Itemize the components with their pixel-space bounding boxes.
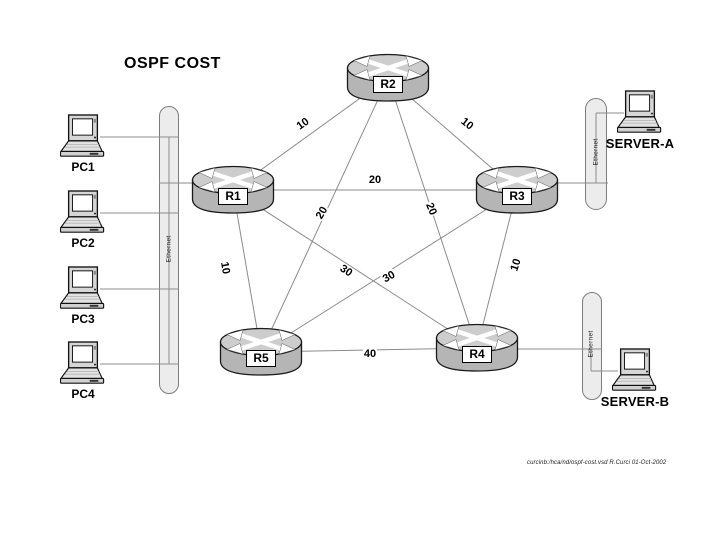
cost-R4-R5: 40 — [362, 348, 378, 360]
router-R2: R2 — [346, 52, 430, 104]
router-R5-label: R5 — [246, 350, 276, 367]
pc2-label: PC2 — [71, 236, 95, 250]
router-R4: R4 — [435, 322, 519, 374]
laptop-icon — [59, 114, 105, 157]
cost-R2-R5: 20 — [313, 203, 331, 223]
router-R2-label: R2 — [373, 76, 403, 93]
router-R5: R5 — [219, 326, 303, 378]
page-title: OSPF COST — [124, 55, 221, 72]
server-b-label: SERVER-B — [600, 394, 670, 409]
pc3-node: PC3 — [59, 266, 106, 326]
router-R4-label: R4 — [462, 346, 492, 363]
ethernet-segment-server-b — [582, 292, 602, 400]
router-R3-label: R3 — [502, 188, 532, 205]
router-R3: R3 — [475, 164, 559, 216]
pc1-label: PC1 — [71, 160, 95, 174]
file-caption: curcinb:/hca/nd/ospf-cost.vsd R.Curci 01… — [527, 460, 667, 466]
cost-R1-R4: 30 — [336, 262, 356, 280]
router-R1: R1 — [191, 164, 275, 216]
pc1-node: PC1 — [59, 114, 106, 174]
cost-R1-R2: 10 — [293, 114, 313, 134]
server-b-node: SERVER-B — [601, 348, 669, 409]
server-a-label: SERVER-A — [605, 136, 675, 151]
cost-R2-R4: 20 — [422, 200, 440, 218]
laptop-icon — [59, 266, 105, 309]
cost-R1-R3: 20 — [367, 174, 383, 186]
pc3-label: PC3 — [71, 312, 95, 326]
pc4-node: PC4 — [59, 341, 106, 401]
router-R1-label: R1 — [218, 188, 248, 205]
pc4-label: PC4 — [71, 387, 95, 401]
laptop-icon — [59, 341, 105, 384]
laptop-icon — [611, 348, 657, 391]
server-a-node: SERVER-A — [606, 90, 674, 151]
cost-R2-R3: 10 — [457, 114, 477, 134]
ethernet-label-b: Ethernet — [587, 330, 595, 358]
pc2-node: PC2 — [59, 190, 106, 250]
cost-R3-R4: 10 — [508, 256, 524, 274]
ethernet-label-left: Ethernet — [165, 235, 173, 263]
laptop-icon — [616, 90, 662, 133]
laptop-icon — [59, 190, 105, 233]
cost-R3-R5: 30 — [379, 268, 399, 286]
cost-R1-R5: 10 — [217, 259, 233, 277]
